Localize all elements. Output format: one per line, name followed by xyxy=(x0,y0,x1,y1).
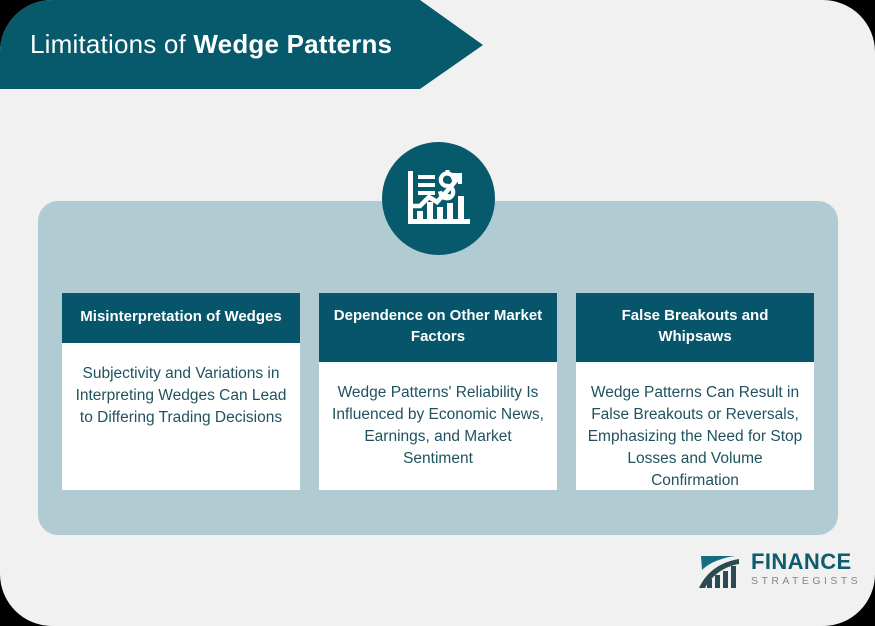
column-misinterpretation-of-wedges: Misinterpretation of Wedges Subjectivity… xyxy=(62,293,300,490)
logo-mark-icon xyxy=(699,556,739,588)
column-body: Wedge Patterns Can Result in False Break… xyxy=(576,362,814,490)
page-title-bold: Wedge Patterns xyxy=(193,29,393,59)
page-title-regular: Limitations of xyxy=(30,29,194,59)
column-dependence-on-other-market-factors: Dependence on Other Market Factors Wedge… xyxy=(319,293,557,490)
column-body: Wedge Patterns' Reliability Is Influence… xyxy=(319,362,557,490)
column-heading: Misinterpretation of Wedges xyxy=(62,293,300,343)
column-body: Subjectivity and Variations in Interpret… xyxy=(62,342,300,490)
header-banner: Limitations of Wedge Patterns xyxy=(0,0,483,89)
logo-primary-text: FINANCE xyxy=(751,549,852,575)
financial-growth-chart-icon xyxy=(382,142,495,255)
column-heading: Dependence on Other Market Factors xyxy=(319,293,557,362)
columns-container: Misinterpretation of Wedges Subjectivity… xyxy=(62,293,814,490)
finance-strategists-logo: FINANCE STRATEGISTS xyxy=(699,549,861,589)
page-title: Limitations of Wedge Patterns xyxy=(0,29,392,60)
logo-secondary-text: STRATEGISTS xyxy=(751,575,862,588)
column-false-breakouts-and-whipsaws: False Breakouts and Whipsaws Wedge Patte… xyxy=(576,293,814,490)
logo-text: FINANCE STRATEGISTS xyxy=(751,551,861,587)
column-heading: False Breakouts and Whipsaws xyxy=(576,293,814,362)
